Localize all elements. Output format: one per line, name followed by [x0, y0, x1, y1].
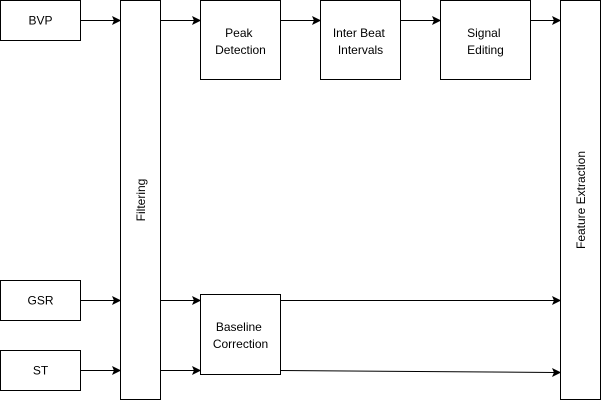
baseline-correction-label: Baseline Correction	[213, 320, 268, 351]
edge-baseline-feature-lower	[280, 367, 562, 378]
inter-beat-intervals-label: Inter Beat Intervals	[333, 26, 388, 57]
baseline-correction-line-2: Correction	[213, 337, 268, 351]
edge-bvp-filtering	[81, 15, 122, 26]
signal-editing-node: Signal Editing	[440, 0, 531, 80]
peak-detection-node: Peak Detection	[200, 0, 281, 80]
signal-editing-line-2: Editing	[467, 43, 504, 57]
edge-filtering-peak	[161, 15, 202, 26]
bvp-node: BVP	[0, 0, 81, 41]
st-node: ST	[0, 350, 81, 391]
edge-interbeat-signal	[401, 15, 442, 26]
filtering-node: Filtering	[120, 0, 161, 400]
feature-extraction-label: Feature Extraction	[574, 151, 588, 249]
bvp-label: BVP	[28, 14, 52, 28]
signal-editing-label: Signal Editing	[467, 26, 504, 57]
feature-extraction-node: Feature Extraction	[560, 0, 601, 400]
peak-detection-line-1: Peak	[225, 26, 253, 40]
inter-beat-intervals-node: Inter Beat Intervals	[320, 0, 401, 80]
peak-detection-label: Peak Detection	[215, 26, 266, 57]
gsr-label: GSR	[27, 294, 53, 308]
edge-baseline-feature-upper	[281, 295, 562, 306]
baseline-correction-node: Baseline Correction	[200, 294, 281, 375]
gsr-node: GSR	[0, 280, 81, 321]
peak-detection-line-2: Detection	[215, 43, 266, 57]
edge-filtering-gsr-through	[161, 295, 202, 306]
st-label: ST	[33, 364, 49, 378]
filtering-label: Filtering	[134, 179, 148, 222]
baseline-correction-line-1: Baseline	[216, 320, 262, 334]
signal-editing-line-1: Signal	[467, 26, 500, 40]
edge-peak-interbeat	[281, 15, 322, 26]
edge-gsr-filtering	[81, 295, 122, 306]
edge-st-filtering	[81, 365, 122, 376]
inter-beat-intervals-line-1: Inter Beat	[333, 26, 386, 40]
edge-filtering-baseline	[161, 365, 202, 376]
edge-signal-feature	[531, 15, 562, 26]
inter-beat-intervals-line-2: Intervals	[338, 43, 383, 57]
